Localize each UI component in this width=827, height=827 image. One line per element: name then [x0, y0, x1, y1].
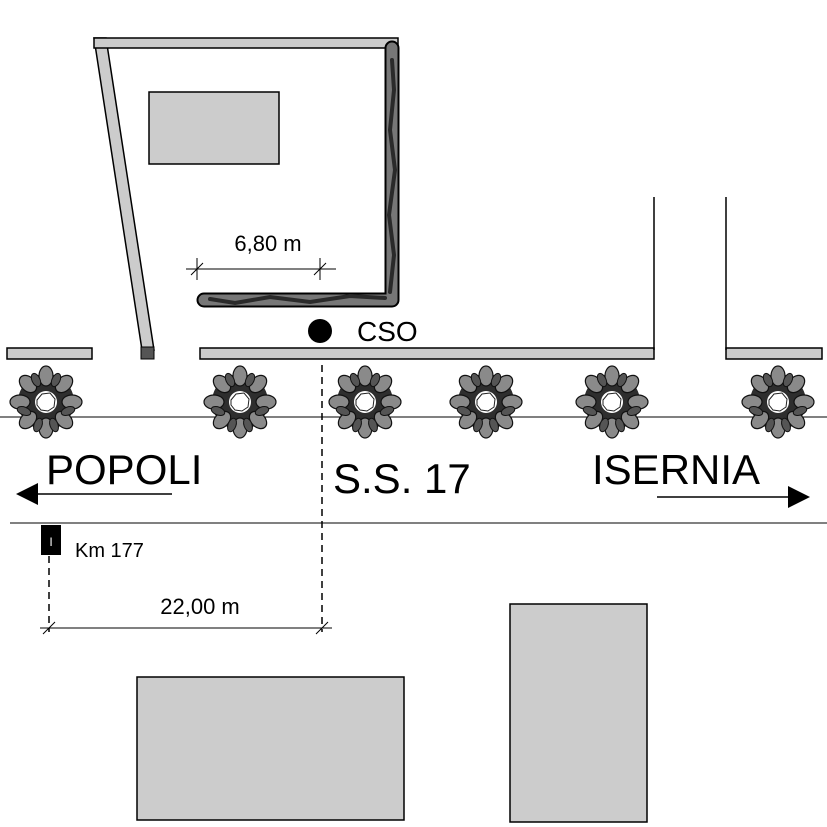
arrow-left-icon: [16, 483, 172, 505]
sidewalk-right: [725, 347, 823, 360]
sidewalk-middle: [199, 347, 655, 360]
dimension-label-distance: 22,00 m: [160, 594, 240, 619]
property-wall-top: [93, 37, 399, 49]
arrow-right-icon: [657, 486, 810, 508]
direction-label-left: POPOLI: [46, 446, 202, 493]
tree-icon: [741, 365, 815, 439]
dimension-distance: 22,00 m: [40, 594, 332, 635]
building-lower-right: [509, 603, 648, 823]
km-marker-label: Km 177: [75, 540, 144, 562]
wall-end-post: [140, 346, 155, 360]
tree-icon: [449, 365, 523, 439]
building-upper: [148, 91, 280, 165]
sidewalk-left: [6, 347, 93, 360]
property-wall-slanted: [93, 37, 155, 351]
drainage-pipe: [196, 40, 400, 308]
dimension-label-pipe: 6,80 m: [234, 231, 301, 256]
cso-label: CSO: [357, 316, 418, 347]
road-label: S.S. 17: [333, 455, 471, 502]
tree-icon: [328, 365, 402, 439]
km-post-glyph: I: [49, 535, 52, 549]
building-lower-left: [136, 676, 405, 821]
manhole-dot-icon: [308, 319, 332, 343]
dimension-pipe-length: 6,80 m: [186, 231, 336, 280]
direction-label-right: ISERNIA: [592, 446, 760, 493]
tree-icon: [203, 365, 277, 439]
tree-icon: [9, 365, 83, 439]
kilometer-post-icon: I: [41, 525, 61, 555]
tree-icon: [575, 365, 649, 439]
